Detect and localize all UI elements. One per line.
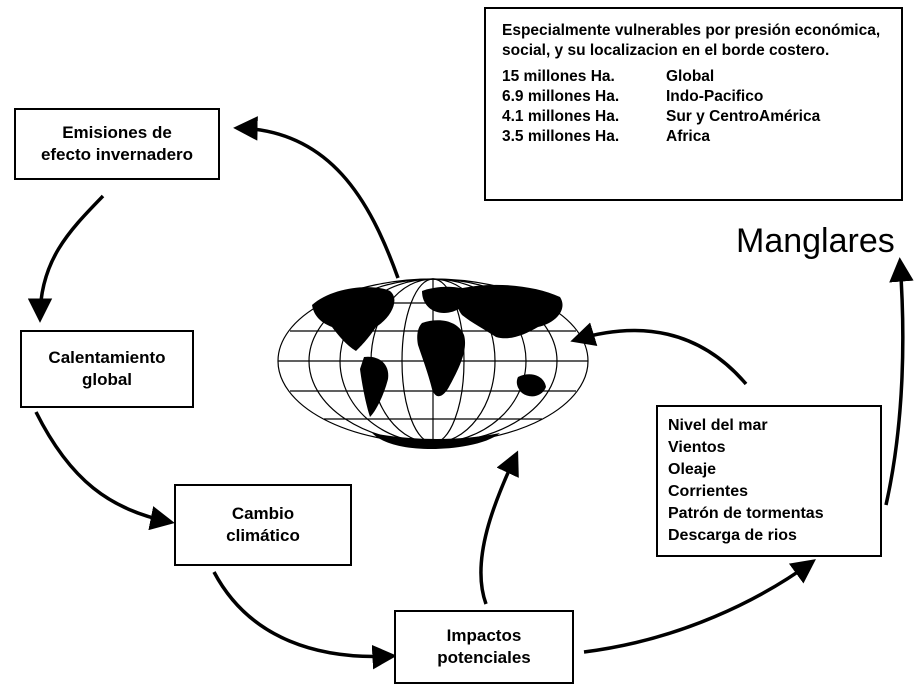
world-globe-map xyxy=(277,278,589,449)
info-amount: 4.1 millones Ha. xyxy=(502,108,620,125)
impacts-list-box: Nivel del mar Vientos Oleaje Corrientes … xyxy=(656,405,882,557)
arrow-sealevel-to-globe xyxy=(570,322,748,386)
info-row: 15 millones Ha. Global xyxy=(502,67,887,87)
node-emisiones-line2: efecto invernadero xyxy=(40,145,194,164)
node-impactos: Impactos potenciales xyxy=(394,610,574,684)
info-amount: 6.9 millones Ha. xyxy=(502,88,620,105)
node-cambio: Cambio climático xyxy=(174,484,352,566)
arrow-impacts-to-sealevel xyxy=(583,559,816,654)
info-region: Africa xyxy=(666,128,710,145)
node-calentamiento-line1: Calentamiento xyxy=(48,348,166,367)
node-impactos-line1: Impactos xyxy=(446,626,522,645)
node-emisiones: Emisiones de efecto invernadero xyxy=(14,108,220,180)
info-region: Indo-Pacifico xyxy=(666,88,764,105)
info-region: Global xyxy=(666,68,715,85)
impact-item: Patrón de tormentas xyxy=(668,505,824,522)
impact-item: Corrientes xyxy=(668,483,749,500)
info-row: 3.5 millones Ha. Africa xyxy=(502,127,887,147)
info-intro: Especialmente vulnerables por presión ec… xyxy=(502,22,881,59)
impact-item: Nivel del mar xyxy=(668,417,768,434)
arrow-emissions-to-warming xyxy=(27,194,105,323)
node-calentamiento-line2: global xyxy=(81,370,133,389)
info-region: Sur y CentroAmérica xyxy=(666,108,821,125)
impact-item: Oleaje xyxy=(668,461,717,478)
node-cambio-line2: climático xyxy=(226,526,300,545)
mangroves-label: Manglares xyxy=(736,222,895,260)
node-emisiones-line1: Emisiones de xyxy=(62,123,172,142)
arrow-warming-to-climate xyxy=(34,411,175,531)
impact-item: Vientos xyxy=(668,439,726,456)
arrow-to-mangroves xyxy=(884,257,914,506)
info-row: 4.1 millones Ha. Sur y CentroAmérica xyxy=(502,107,887,127)
node-calentamiento: Calentamiento global xyxy=(20,330,194,408)
info-amount: 3.5 millones Ha. xyxy=(502,128,620,145)
arrow-globe-to-emissions xyxy=(233,116,400,279)
node-cambio-line1: Cambio xyxy=(231,504,295,523)
impact-item: Descarga de rios xyxy=(668,527,797,544)
node-impactos-line2: potenciales xyxy=(437,648,531,667)
arrow-climate-to-impacts xyxy=(212,571,397,670)
info-amount: 15 millones Ha. xyxy=(502,68,615,85)
info-row: 6.9 millones Ha. Indo-Pacifico xyxy=(502,87,887,107)
arrow-impacts-to-globe xyxy=(479,450,519,605)
vulnerability-info-box: Especialmente vulnerables por presión ec… xyxy=(484,7,903,201)
